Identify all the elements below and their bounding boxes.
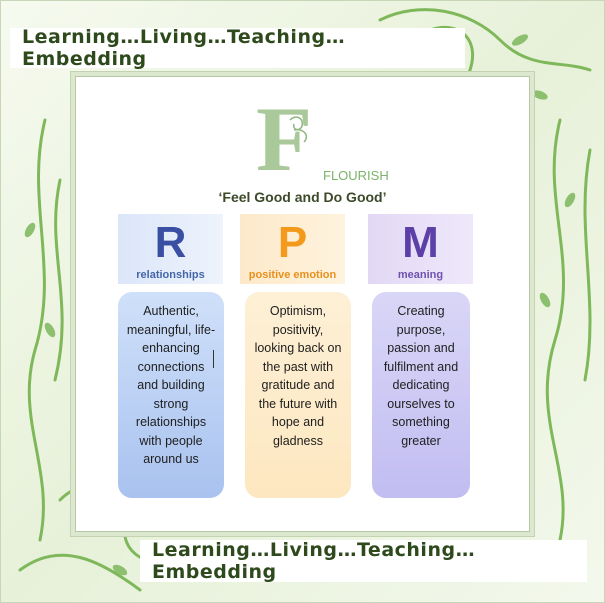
tile-relationships: R relationships bbox=[118, 214, 223, 284]
description-box-relationships: Authentic, meaningful, life-enhancing co… bbox=[118, 292, 224, 498]
tile-word: positive emotion bbox=[248, 269, 337, 281]
tile-positive-emotion: P positive emotion bbox=[240, 214, 345, 284]
flourish-label: FLOURISH bbox=[323, 168, 389, 183]
top-banner: Learning…Living…Teaching… Embedding bbox=[10, 26, 465, 70]
description-box-meaning: Creating purpose, passion and fulfilment… bbox=[372, 292, 470, 498]
tile-letter: P bbox=[277, 218, 308, 267]
bottom-banner: Learning…Living…Teaching… Embedding bbox=[140, 539, 587, 583]
tile-meaning: M meaning bbox=[368, 214, 473, 284]
tagline: ‘Feel Good and Do Good’ bbox=[218, 189, 387, 205]
description-box-positive-emotion: Optimism, positivity, looking back on th… bbox=[245, 292, 351, 498]
tile-word: meaning bbox=[397, 269, 444, 281]
tile-word: relationships bbox=[136, 269, 205, 281]
flourish-logo-icon: F bbox=[256, 90, 312, 180]
tile-letter: R bbox=[154, 218, 187, 267]
text-cursor bbox=[213, 350, 214, 368]
logo-letter: F bbox=[256, 90, 312, 180]
tile-letter: M bbox=[402, 218, 439, 267]
